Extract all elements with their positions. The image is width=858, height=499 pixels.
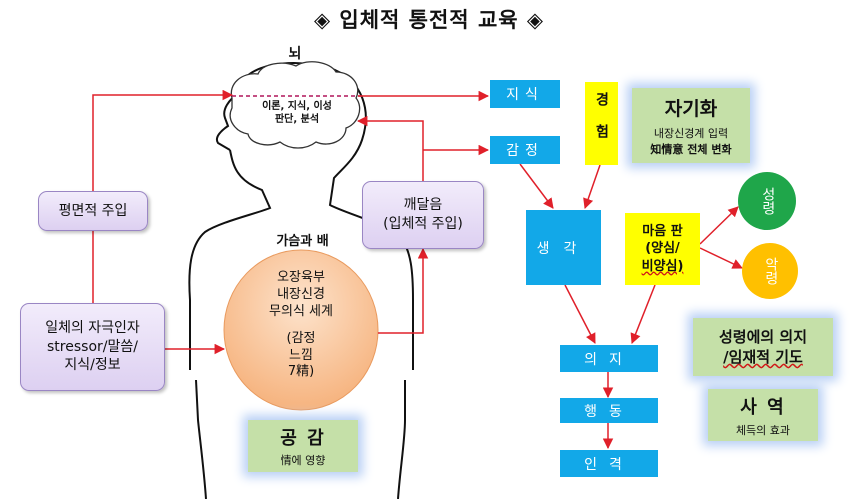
arrow-heart-to-will [630, 284, 656, 344]
spirit-will-line2: /임재적 기도 [723, 348, 803, 366]
oval-line2: 내장신경 [277, 286, 325, 302]
stimuli-line2: stressor/말씀/ [47, 338, 138, 355]
self-internalization-box: 자기화 내장신경계 입력 知情意 전체 변화 [632, 88, 750, 163]
brain-text-line1: 이론, 지식, 이성 [262, 101, 332, 112]
arrow-stimuli-to-brain [92, 89, 234, 303]
realization-line2: (입체적 주입) [383, 216, 463, 232]
arrow-thought-to-will [564, 284, 596, 344]
arrow-realization-to-brain [356, 115, 424, 181]
arrow-oval-to-realization [378, 247, 429, 334]
planar-injection-box: 평면적 주입 [38, 191, 148, 231]
brain-text-line2: 판단, 분석 [274, 114, 320, 125]
emotion-box: 감정 [490, 136, 560, 164]
oval-text: 오장육부 내장신경 무의식 세계 (감정 느낌 7精) [240, 270, 362, 381]
heart-field-box: 마음 판 (양심/ 비양심) [625, 213, 700, 285]
action-box: 행동 [560, 398, 658, 423]
knowledge-label: 지식 [506, 87, 544, 103]
brain-label: 뇌 [288, 46, 302, 62]
will-label: 의지 [584, 351, 634, 368]
heart-field-line2: (양심/ [645, 241, 680, 257]
holy-spirit-circle: 성령 [738, 172, 796, 230]
spirit-will-box: 성령에의 의지 /임재적 기도 [693, 318, 833, 376]
stimuli-box: 일체의 자극인자 stressor/말씀/ 지식/정보 [20, 303, 165, 391]
oval-line1: 오장육부 [277, 270, 325, 285]
ministry-sub: 체득의 효과 [735, 423, 791, 437]
arrow-heart-to-holy [699, 206, 739, 245]
brain-text: 이론, 지식, 이성 판단, 분석 [232, 100, 362, 126]
experience-box: 경험 [585, 82, 618, 165]
oval-line5: 느낌 [289, 347, 313, 363]
holy-spirit-label: 성령 [759, 187, 776, 215]
heart-field-line3: 비양심) [641, 258, 684, 274]
empathy-box: 공 감 情에 영향 [248, 420, 358, 472]
empathy-sub: 情에 영향 [280, 454, 326, 467]
stimuli-line3: 지식/정보 [64, 357, 121, 374]
arrow-emotion-to-thought [519, 163, 554, 209]
action-label: 행동 [584, 403, 634, 420]
evil-spirit-label: 악령 [762, 257, 779, 285]
spirit-will-line1: 성령에의 의지 [718, 327, 808, 346]
emotion-label: 감정 [506, 143, 544, 159]
will-box: 의지 [560, 345, 658, 372]
thought-label: 생각 [536, 240, 591, 257]
ministry-title: 사 역 [740, 396, 786, 418]
inner-organs-oval [223, 249, 379, 411]
character-box: 인격 [560, 450, 658, 477]
stimuli-line1: 일체의 자극인자 [45, 319, 140, 336]
oval-line4: (감정 [286, 330, 316, 346]
ministry-box: 사 역 체득의 효과 [708, 389, 818, 441]
realization-box: 깨달음 (입체적 주입) [362, 181, 484, 249]
page-title: ◈ 입체적 통전적 교육 ◈ [313, 8, 545, 32]
knowledge-box: 지식 [490, 80, 560, 108]
arrow-experience-to-thought [583, 164, 601, 209]
experience-label: 경험 [593, 91, 610, 156]
realization-line1: 깨달음 [403, 197, 443, 214]
heart-field-line1: 마음 판 [642, 223, 683, 239]
planar-injection-label: 평면적 주입 [58, 202, 128, 219]
self-internalization-title: 자기화 [664, 98, 718, 120]
human-silhouette [188, 62, 414, 499]
oval-line3: 무의식 세계 [269, 303, 333, 319]
empathy-title: 공 감 [280, 428, 326, 449]
evil-spirit-circle: 악령 [742, 243, 798, 299]
self-internalization-sub1: 내장신경계 입력 [653, 127, 729, 140]
thought-box: 생각 [526, 210, 601, 285]
oval-line6: 7精) [287, 364, 315, 380]
character-label: 인격 [584, 456, 634, 473]
arrow-heart-to-evil [699, 247, 743, 269]
self-internalization-sub2: 知情意 전체 변화 [650, 143, 732, 156]
chest-label: 가슴과 배 [276, 234, 329, 249]
